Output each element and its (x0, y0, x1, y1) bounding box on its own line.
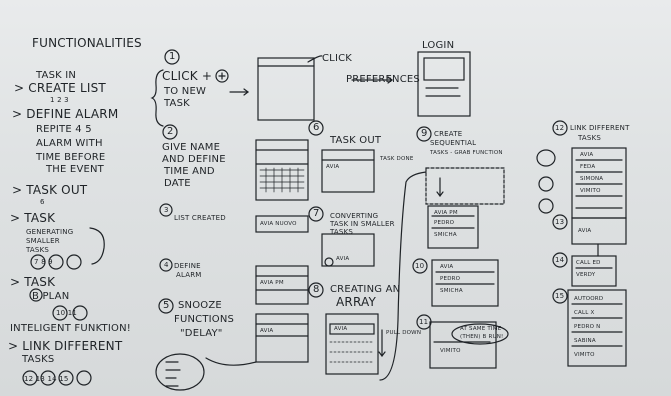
step-4-alarm: ALARM (176, 271, 202, 279)
phone-9-pedro: PEDRO (434, 220, 455, 226)
phone-5-text: AVIA (260, 328, 274, 334)
step-2-give-name: GIVE NAME (162, 142, 221, 153)
step-7-number: 7 (313, 208, 320, 219)
step-15-number: 15 (555, 292, 565, 300)
step-2-time-and: TIME AND (164, 166, 215, 177)
note-tasks-b: TASKS (22, 354, 55, 365)
step-1-task: TASK (164, 98, 190, 109)
step-4-define: DEFINE (174, 262, 201, 270)
step-5-snooze: SNOOZE (178, 300, 222, 311)
note-link-different: > LINK DIFFERENT (8, 339, 123, 353)
note-generating: GENERATING (26, 228, 74, 236)
step-10-number: 10 (415, 262, 425, 270)
step-11-same-time: AT SAME TIME (460, 326, 502, 332)
note-create-list: > CREATE LIST (14, 81, 106, 95)
phone-12-avia: AVIA (580, 152, 594, 158)
step-12-link: LINK DIFFERENT (570, 124, 630, 132)
phone-15-pedro: PEDRO N (574, 324, 601, 330)
phone-7-text: AVIA (336, 256, 350, 262)
heading-functionalities: FUNCTIONALITIES (32, 36, 142, 50)
step-7-task-in-smaller: TASK IN SMALLER (330, 220, 395, 228)
note-num-6: 6 (40, 198, 45, 206)
note-define-alarm: > DEFINE ALARM (12, 107, 119, 121)
note-task-b: > TASK (10, 275, 56, 289)
phone-10-smicha: SMICHA (440, 288, 463, 294)
note-the-event: THE EVENT (46, 164, 104, 175)
step-1-click: CLICK + (162, 69, 213, 83)
phone-15-autoord: AUTOORD (574, 296, 604, 302)
step-9-sequential: SEQUENTIAL (430, 139, 477, 147)
note-task-out: > TASK OUT (12, 183, 88, 197)
step-5-number: 5 (163, 300, 170, 311)
step-6-task-out: TASK OUT (330, 135, 382, 146)
phone-12-feda: FEDA (580, 164, 596, 170)
phone-4-text: AVIA PM (260, 280, 284, 286)
phone-12-simona: SIMONA (580, 176, 604, 182)
phone-9-smicha: SMICHA (434, 232, 457, 238)
step-7-converting: CONVERTING (330, 212, 379, 220)
note-nums-12-15: 12 13 14 15 (24, 375, 69, 383)
phone-8-text: AVIA (334, 326, 348, 332)
step-12-number: 12 (555, 124, 565, 132)
step-3-list-created: LIST CREATED (174, 214, 226, 222)
phone-14-call: CALL ED (576, 260, 601, 266)
step-8-pull-down: PULL DOWN (386, 330, 422, 336)
step-12-tasks: TASKS (578, 134, 601, 142)
note-nums-1011: 10 11 (56, 309, 78, 317)
note-task-in: TASK IN (36, 70, 77, 81)
step-1-to-new: TO NEW (164, 86, 207, 97)
phone-14-verdy: VERDY (576, 272, 596, 278)
step-5-functions: FUNCTIONS (174, 314, 235, 325)
note-smaller: SMALLER (26, 237, 60, 245)
step-14-number: 14 (555, 256, 565, 264)
phone-11-vimito: VIMITO (440, 348, 461, 354)
step-8-array: ARRAY (336, 295, 377, 309)
phone-9-avia: AVIA PM (434, 210, 458, 216)
note-repite: REPITE 4 5 (36, 124, 92, 135)
phone-15-call: CALL X (574, 310, 595, 316)
step-9-number: 9 (421, 128, 428, 139)
note-intelligent: INTELIGENT FUNKTION! (10, 323, 131, 334)
phone-6-text: AVIA (326, 164, 340, 170)
step-2-number: 2 (167, 126, 174, 137)
phone-12-vimito: VIMITO (580, 188, 601, 194)
note-b-plan: B PLAN (32, 291, 70, 302)
step-7-tasks: TASKS (330, 228, 353, 236)
step-6-number: 6 (313, 122, 320, 133)
phone-15-vimito: VIMITO (574, 352, 595, 358)
note-time-before: TIME BEFORE (36, 152, 106, 163)
step-5-delay: "DELAY" (180, 328, 223, 339)
step-9-grab: TASKS - GRAB FUNCTION (430, 150, 503, 156)
step-11-number: 11 (419, 318, 429, 326)
preferences-label: PREFERENCES (346, 74, 420, 85)
step-4-number: 4 (164, 261, 169, 269)
step-9-create: CREATE (434, 130, 463, 138)
step-2-and-define: AND DEFINE (162, 154, 226, 165)
step-11-b-run: (THEN) B RUN! (460, 334, 504, 340)
step-3-number: 3 (164, 206, 169, 214)
step-6-task-done: TASK DONE (380, 156, 414, 162)
step-2-date: DATE (164, 178, 191, 189)
phone-3-text: AVIA NUOVO (260, 221, 297, 227)
phone-10-avia: AVIA (440, 264, 454, 270)
phone-13-avia: AVIA (578, 228, 592, 234)
step-1-number: 1 (169, 51, 176, 62)
note-task: > TASK (10, 211, 56, 225)
step-13-number: 13 (555, 218, 565, 226)
phone-15-sabina: SABINA (574, 338, 596, 344)
login-label: LOGIN (422, 40, 455, 51)
step-8-creating: CREATING AN (330, 284, 401, 295)
note-nums-789: 7 8 9 (34, 258, 53, 266)
note-tasks: TASKS (26, 246, 49, 254)
note-nums-123: 1 2 3 (50, 96, 69, 104)
click-label: CLICK (322, 53, 353, 64)
phone-10-pedro: PEDRO (440, 276, 461, 282)
note-alarm-with: ALARM WITH (36, 138, 103, 149)
step-8-number: 8 (313, 284, 320, 295)
